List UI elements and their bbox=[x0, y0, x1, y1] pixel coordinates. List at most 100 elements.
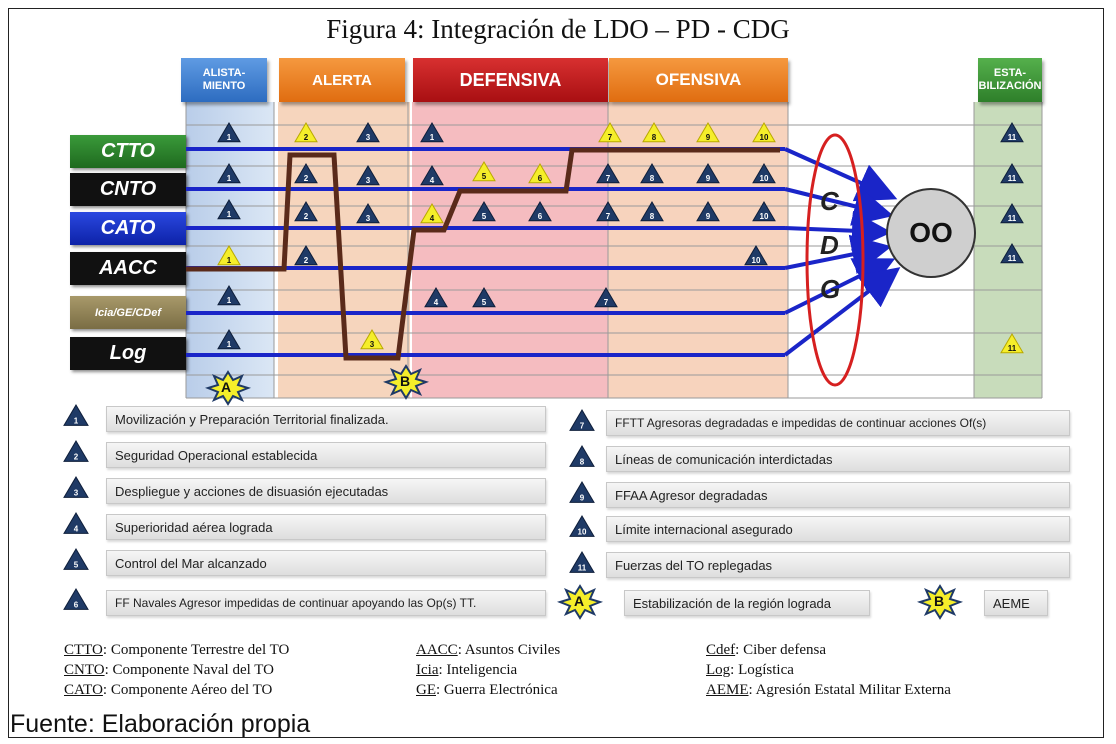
milestone-marker: 5 bbox=[472, 201, 496, 222]
legend-left-item-6: FF Navales Agresor impedidas de continua… bbox=[106, 590, 546, 616]
converging-arrows bbox=[783, 147, 901, 357]
svg-text:10: 10 bbox=[752, 256, 761, 265]
svg-text:6: 6 bbox=[74, 601, 79, 610]
legend-icon: 9 bbox=[569, 481, 595, 503]
legend-icon: 6 bbox=[63, 588, 89, 610]
abbr-aeme: AEME: Agresión Estatal Militar Externa bbox=[706, 682, 951, 698]
row-label-cato: CATO bbox=[70, 212, 186, 245]
legend-starburst-a bbox=[556, 584, 604, 620]
milestone-marker: 11 bbox=[1000, 122, 1024, 143]
svg-text:11: 11 bbox=[1008, 133, 1017, 142]
svg-text:1: 1 bbox=[74, 417, 79, 426]
legend-b-item: AEME bbox=[984, 590, 1048, 616]
milestone-marker: 1 bbox=[217, 122, 241, 143]
svg-text:11: 11 bbox=[1008, 174, 1017, 183]
milestone-marker: 6 bbox=[528, 201, 552, 222]
legend-icon: 2 bbox=[63, 440, 89, 462]
svg-text:10: 10 bbox=[760, 174, 769, 183]
legend-icon: 5 bbox=[63, 548, 89, 570]
milestone-marker: 1 bbox=[420, 122, 444, 143]
svg-text:1: 1 bbox=[227, 174, 232, 183]
svg-text:7: 7 bbox=[580, 422, 585, 431]
svg-text:9: 9 bbox=[580, 494, 585, 503]
svg-text:5: 5 bbox=[482, 298, 487, 307]
cdg-letter-d: D bbox=[820, 230, 839, 260]
cdg-letter-g: G bbox=[820, 274, 841, 304]
milestone-marker: 10 bbox=[752, 122, 776, 143]
svg-text:11: 11 bbox=[578, 564, 587, 573]
starburst-b-label: B bbox=[400, 373, 411, 389]
legend-icon: 7 bbox=[569, 409, 595, 431]
milestone-marker: 11 bbox=[1000, 203, 1024, 224]
svg-text:2: 2 bbox=[304, 133, 309, 142]
svg-text:1: 1 bbox=[227, 133, 232, 142]
abbr-cato: CATO: Componente Aéreo del TO bbox=[64, 682, 273, 698]
phase-header-alistamiento: ALISTA- MIENTO bbox=[181, 58, 267, 102]
row-label-icia: Icia/GE/CDef bbox=[70, 296, 186, 329]
milestone-marker: 3 bbox=[356, 122, 380, 143]
milestone-marker: 6 bbox=[528, 163, 552, 184]
milestone-marker: 5 bbox=[472, 161, 496, 182]
svg-text:3: 3 bbox=[366, 214, 371, 223]
effort-path bbox=[186, 147, 780, 361]
milestone-marker: 2 bbox=[294, 163, 318, 184]
milestone-marker: 4 bbox=[420, 165, 444, 186]
abbr-aacc: AACC: Asuntos Civiles bbox=[416, 642, 561, 658]
abbr-icia: Icia: Inteligencia bbox=[416, 662, 518, 678]
milestone-marker: 8 bbox=[640, 163, 664, 184]
milestone-marker: 9 bbox=[696, 163, 720, 184]
milestone-marker: 8 bbox=[642, 122, 666, 143]
svg-text:3: 3 bbox=[366, 176, 371, 185]
svg-text:2: 2 bbox=[304, 174, 309, 183]
legend-icon: 4 bbox=[63, 512, 89, 534]
starburst-b bbox=[382, 364, 430, 400]
svg-text:2: 2 bbox=[74, 453, 79, 462]
abbr-cnto: CNTO: Componente Naval del TO bbox=[64, 662, 274, 678]
milestone-marker: 9 bbox=[696, 201, 720, 222]
milestone-marker: 1 bbox=[217, 199, 241, 220]
svg-text:7: 7 bbox=[608, 133, 613, 142]
svg-text:7: 7 bbox=[606, 212, 611, 221]
svg-text:6: 6 bbox=[538, 212, 543, 221]
phase-header-estabilizacion: ESTA- BILIZACIÓN bbox=[978, 58, 1042, 102]
legend-right-item-10: Límite internacional asegurado bbox=[606, 516, 1070, 542]
milestone-marker: 10 bbox=[744, 245, 768, 266]
legend-starburst-a-label: A bbox=[574, 593, 585, 609]
svg-text:4: 4 bbox=[74, 525, 79, 534]
svg-text:2: 2 bbox=[304, 256, 309, 265]
milestone-marker: 4 bbox=[420, 203, 444, 224]
svg-text:8: 8 bbox=[580, 458, 585, 467]
milestone-marker: 5 bbox=[472, 287, 496, 308]
phase-header-alerta: ALERTA bbox=[279, 58, 405, 102]
milestone-marker: 3 bbox=[356, 165, 380, 186]
row-label-aacc: AACC bbox=[70, 252, 186, 285]
milestone-marker: 9 bbox=[696, 122, 720, 143]
milestone-marker: 2 bbox=[294, 122, 318, 143]
milestone-marker: 8 bbox=[640, 201, 664, 222]
legend-icon: 3 bbox=[63, 476, 89, 498]
legend-starburst-b bbox=[916, 584, 964, 620]
abbr-ctto: CTTO: Componente Terrestre del TO bbox=[64, 642, 290, 658]
milestone-marker: 7 bbox=[598, 122, 622, 143]
legend-right-item-7: FFTT Agresoras degradadas e impedidas de… bbox=[606, 410, 1070, 436]
svg-text:2: 2 bbox=[304, 212, 309, 221]
starburst-a-label: A bbox=[221, 379, 232, 395]
svg-text:1: 1 bbox=[430, 133, 435, 142]
svg-text:3: 3 bbox=[74, 489, 79, 498]
svg-text:8: 8 bbox=[650, 212, 655, 221]
legend-right-item-11: Fuerzas del TO replegadas bbox=[606, 552, 1070, 578]
milestone-marker: 1 bbox=[217, 285, 241, 306]
milestone-marker: 4 bbox=[424, 287, 448, 308]
row-label-cnto: CNTO bbox=[70, 173, 186, 206]
figure-source: Fuente: Elaboración propia bbox=[10, 710, 311, 738]
svg-text:7: 7 bbox=[606, 174, 611, 183]
svg-text:10: 10 bbox=[760, 212, 769, 221]
svg-text:4: 4 bbox=[434, 298, 439, 307]
svg-text:5: 5 bbox=[482, 212, 487, 221]
svg-text:5: 5 bbox=[482, 172, 487, 181]
svg-text:1: 1 bbox=[227, 256, 232, 265]
